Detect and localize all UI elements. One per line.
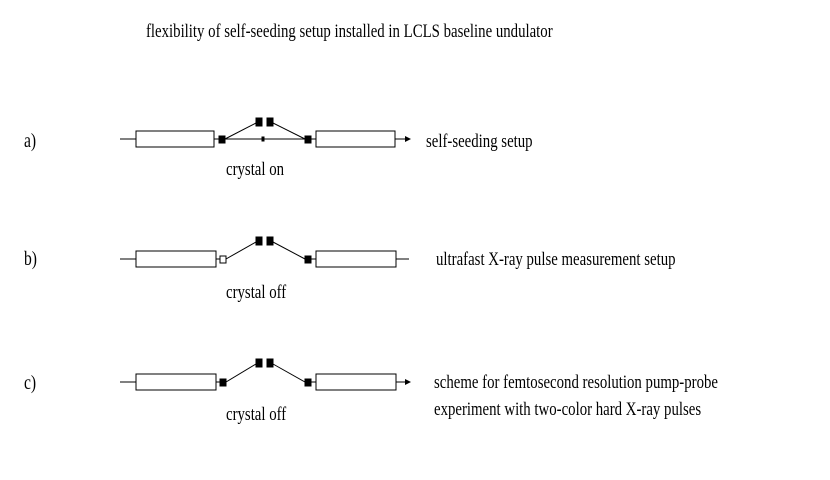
row-c-description-line2: experiment with two-color hard X-ray pul… xyxy=(434,399,702,420)
row-a-crystal xyxy=(261,136,265,142)
row-a-label: a) xyxy=(24,130,37,152)
row-b-undulator-2 xyxy=(315,250,397,268)
row-b-label: b) xyxy=(24,248,38,270)
row-a-crystal-label: crystal on xyxy=(226,159,285,180)
row-a-schematic xyxy=(120,117,411,148)
row-b-undulator-1 xyxy=(135,250,217,268)
row-a-magnet-2 xyxy=(255,117,263,127)
diagram-title: flexibility of self-seeding setup instal… xyxy=(146,21,553,42)
row-b-magnet-2 xyxy=(255,236,263,246)
row-c-magnet-2 xyxy=(255,358,263,368)
row-b-schematic xyxy=(120,236,409,268)
row-b-magnet-1 xyxy=(219,255,227,264)
row-c-undulator-1 xyxy=(135,373,217,391)
row-b-magnet-4 xyxy=(304,255,312,264)
row-a-description: self-seeding setup xyxy=(426,131,533,152)
row-c-magnet-3 xyxy=(266,358,274,368)
row-c-magnet-1 xyxy=(219,378,227,387)
row-a-undulator-1 xyxy=(135,130,215,148)
row-a-magnet-3 xyxy=(266,117,274,127)
row-c-crystal-label: crystal off xyxy=(226,404,287,425)
row-b-magnet-3 xyxy=(266,236,274,246)
row-c-schematic xyxy=(120,358,411,391)
row-c-undulator-2 xyxy=(315,373,397,391)
row-a-magnet-1 xyxy=(218,135,226,144)
row-b-description: ultrafast X-ray pulse measurement setup xyxy=(436,249,676,270)
row-b-crystal-label: crystal off xyxy=(226,282,287,303)
row-a-undulator-2 xyxy=(315,130,396,148)
row-a-magnet-4 xyxy=(304,135,312,144)
row-c-label: c) xyxy=(24,372,37,394)
row-c-magnet-4 xyxy=(304,378,312,387)
row-c-description-line1: scheme for femtosecond resolution pump-p… xyxy=(434,372,718,393)
